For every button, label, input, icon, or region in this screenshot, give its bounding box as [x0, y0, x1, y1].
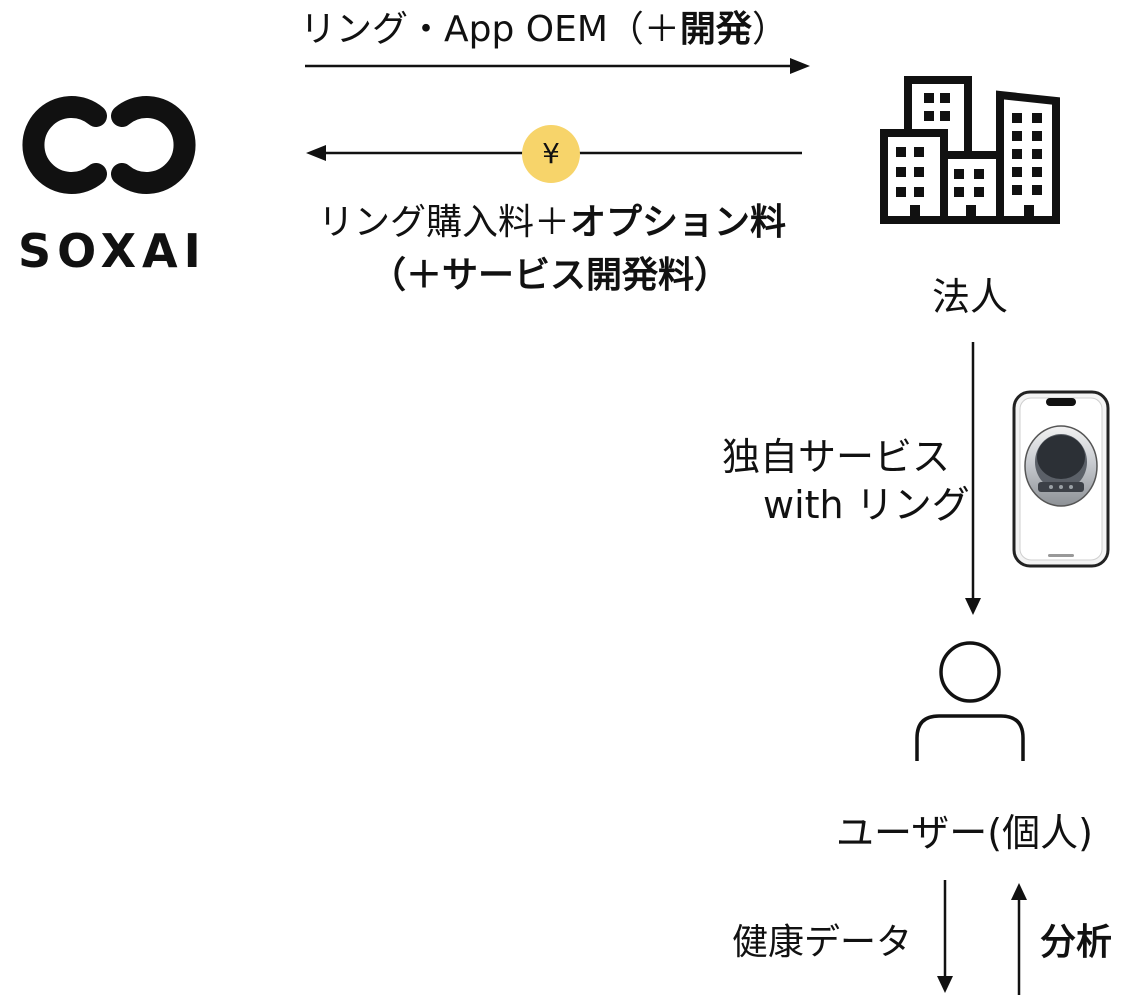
soxai-logo: SOXAI — [18, 90, 208, 280]
corporate-label: 法人 — [932, 275, 1009, 319]
building-icon — [880, 76, 1060, 224]
payment-label-line2: （＋サービス開発料） — [370, 255, 731, 296]
health-data-label: 健康データ — [732, 922, 913, 963]
service-label-line1: 独自サービス — [722, 435, 951, 479]
analysis-arrow — [1011, 883, 1027, 995]
health-data-arrow — [937, 880, 953, 993]
soxai-wordmark: SOXAI — [18, 224, 207, 278]
user-icon — [915, 641, 1025, 761]
oem-label-prefix: リング・App OEM（＋ — [300, 9, 680, 50]
oem-arrow-label: リング・App OEM（＋開発） — [300, 12, 788, 48]
service-label-line2: with リング — [763, 483, 970, 527]
soxai-logo-mark — [22, 96, 196, 194]
yen-icon: ¥ — [542, 137, 560, 170]
user-label: ユーザー(個人) — [836, 811, 1093, 855]
payment-label-line1: リング購入料＋オプション料 — [318, 205, 786, 241]
payment-label-normal: リング購入料＋ — [318, 202, 571, 243]
oem-label-bold: 開発 — [679, 9, 752, 50]
service-arrow — [965, 342, 981, 615]
oem-arrow — [305, 58, 810, 74]
oem-label-suffix: ） — [751, 9, 788, 50]
yen-badge: ¥ — [522, 125, 580, 183]
payment-label-bold: オプション料 — [570, 202, 787, 243]
analysis-label: 分析 — [1040, 922, 1113, 963]
smartphone-ring-image — [1012, 390, 1110, 568]
